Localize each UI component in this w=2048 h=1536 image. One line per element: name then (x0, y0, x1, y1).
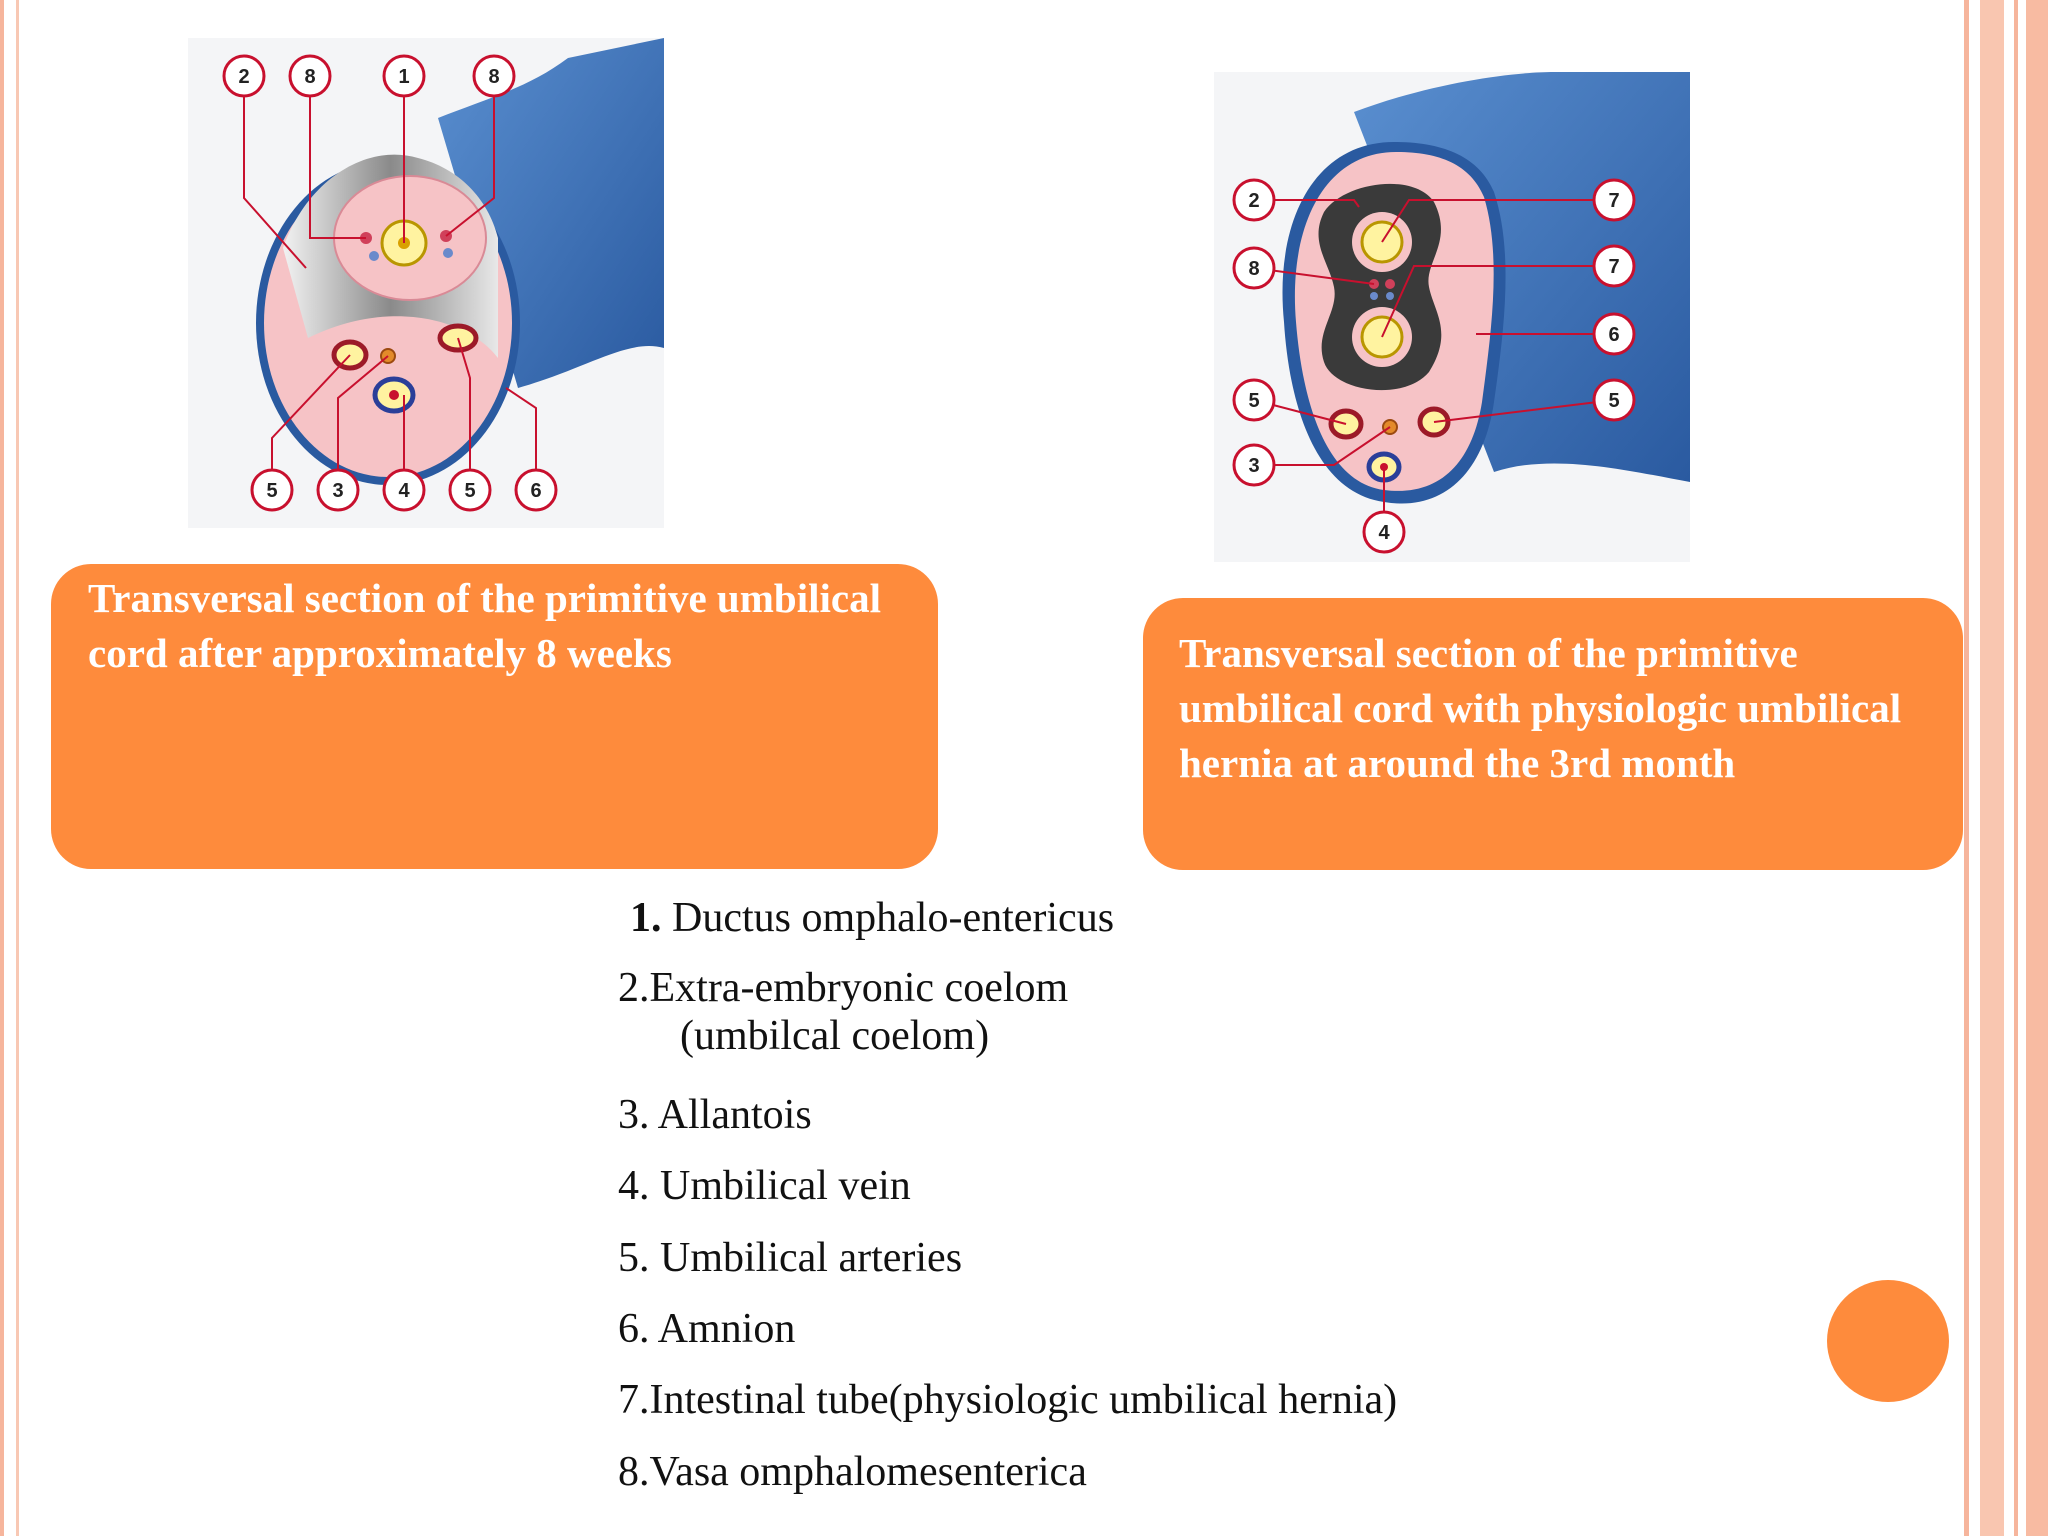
legend-number: 3. (618, 1092, 650, 1138)
figure-label: 6 (1608, 324, 1619, 346)
legend-text-continuation: (umbilcal coelom) (680, 1013, 990, 1059)
slide-border-left-inner (16, 0, 19, 1536)
legend-text: Intestinal tube(physiologic umbilical he… (649, 1377, 1398, 1423)
figure-label: 5 (1248, 390, 1259, 412)
legend-text: Umbilical vein (649, 1163, 911, 1209)
figure-label: 8 (488, 66, 499, 88)
legend-number: 6. (618, 1306, 650, 1352)
legend-item: 8.Vasa omphalomesenterica (618, 1448, 1087, 1496)
label-marker: 6 (514, 468, 558, 512)
legend-text: Umbilical arteries (649, 1235, 963, 1281)
label-marker: 4 (382, 468, 426, 512)
legend-number: 2. (618, 965, 650, 1011)
figure-label: 8 (304, 66, 315, 88)
caption-right: Transversal section of the primitive umb… (1143, 598, 1963, 870)
label-marker: 5 (448, 468, 492, 512)
legend-text: Allantois (649, 1092, 812, 1138)
legend-text: Ductus omphalo-entericus (661, 895, 1115, 941)
slide-border-right-stripe (2026, 0, 2048, 1536)
label-marker: 3 (316, 468, 360, 512)
figure-label: 5 (266, 480, 277, 502)
label-marker: 5 (1232, 378, 1276, 422)
legend-item: 4. Umbilical vein (618, 1162, 911, 1210)
label-marker: 5 (1592, 378, 1636, 422)
slide-border-right-stripe (1980, 0, 2004, 1536)
label-marker: 7 (1592, 178, 1636, 222)
figure-label: 7 (1608, 190, 1619, 212)
slide-border-right-stripe (1964, 0, 1969, 1536)
legend-item: 5. Umbilical arteries (618, 1234, 962, 1282)
figure-label: 4 (398, 480, 410, 502)
figure-label: 3 (332, 480, 343, 502)
figure-cord-8-weeks: 2 8 1 8 5 3 4 5 6 (188, 38, 664, 528)
label-marker: 8 (472, 54, 516, 98)
label-marker: 2 (1232, 178, 1276, 222)
label-marker: 1 (382, 54, 426, 98)
legend-item: 3. Allantois (618, 1091, 812, 1139)
figure-label: 5 (464, 480, 475, 502)
legend-text: Vasa omphalomesenterica (649, 1449, 1087, 1495)
figure-label: 4 (1378, 522, 1390, 544)
figure-label: 6 (530, 480, 541, 502)
slide-border-right-stripe (2014, 0, 2018, 1536)
legend-number: 7. (618, 1377, 650, 1423)
decorative-accent-circle (1827, 1280, 1949, 1402)
label-marker: 7 (1592, 244, 1636, 288)
figure-label: 1 (398, 66, 409, 88)
label-marker: 3 (1232, 443, 1276, 487)
legend-text: Amnion (649, 1306, 796, 1352)
label-marker: 8 (1232, 246, 1276, 290)
figure-label: 2 (1248, 190, 1259, 212)
legend-text: Extra-embryonic coelom (649, 965, 1069, 1011)
label-marker: 2 (222, 54, 266, 98)
caption-right-text: Transversal section of the primitive umb… (1179, 630, 1902, 786)
caption-left-text: Transversal section of the primitive umb… (88, 575, 881, 676)
legend-number: 1. (630, 895, 662, 941)
legend-number: 4. (618, 1163, 650, 1209)
label-marker: 4 (1362, 510, 1406, 554)
figure-label: 5 (1608, 390, 1619, 412)
label-marker: 6 (1592, 312, 1636, 356)
legend-number: 8. (618, 1449, 650, 1495)
legend-item: 7.Intestinal tube(physiologic umbilical … (618, 1376, 1397, 1424)
figure-label: 3 (1248, 455, 1259, 477)
slide-border-left-outer (0, 0, 4, 1536)
figure-cord-hernia-3rd-month: 2 8 5 3 7 7 6 5 4 (1214, 72, 1690, 562)
label-marker: 8 (288, 54, 332, 98)
legend-item: 2.Extra-embryonic coelom (umbilcal coelo… (618, 964, 1068, 1060)
label-marker: 5 (250, 468, 294, 512)
legend-number: 5. (618, 1235, 650, 1281)
legend-item: 6. Amnion (618, 1305, 795, 1353)
figure-label: 2 (238, 66, 249, 88)
legend-item: 1. Ductus omphalo-entericus (630, 894, 1114, 942)
figure-label: 7 (1608, 256, 1619, 278)
caption-left: Transversal section of the primitive umb… (51, 564, 938, 869)
figure-label: 8 (1248, 258, 1259, 280)
